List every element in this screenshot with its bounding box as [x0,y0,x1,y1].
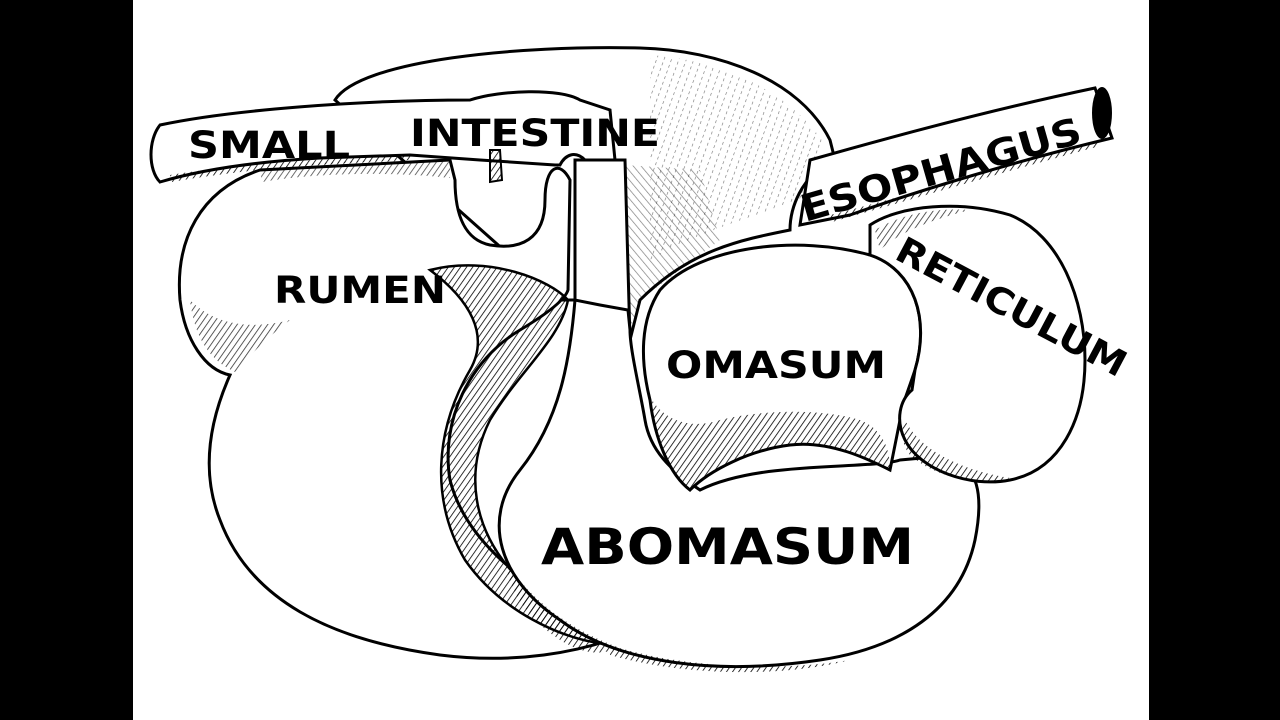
abomasum-shape [497,298,981,673]
reticulum-shape [868,204,1087,484]
omasum-shape [642,243,923,492]
esophagus-opening [1092,87,1112,139]
label-intestine: INTESTINE [410,112,660,155]
label-small: SMALL [188,124,350,167]
esophagus-shape [798,86,1114,227]
label-omasum: OMASUM [666,344,886,387]
label-rumen: RUMEN [274,269,446,312]
small-intestine-shape [149,90,617,184]
label-abomasum: ABOMASUM [541,518,914,576]
